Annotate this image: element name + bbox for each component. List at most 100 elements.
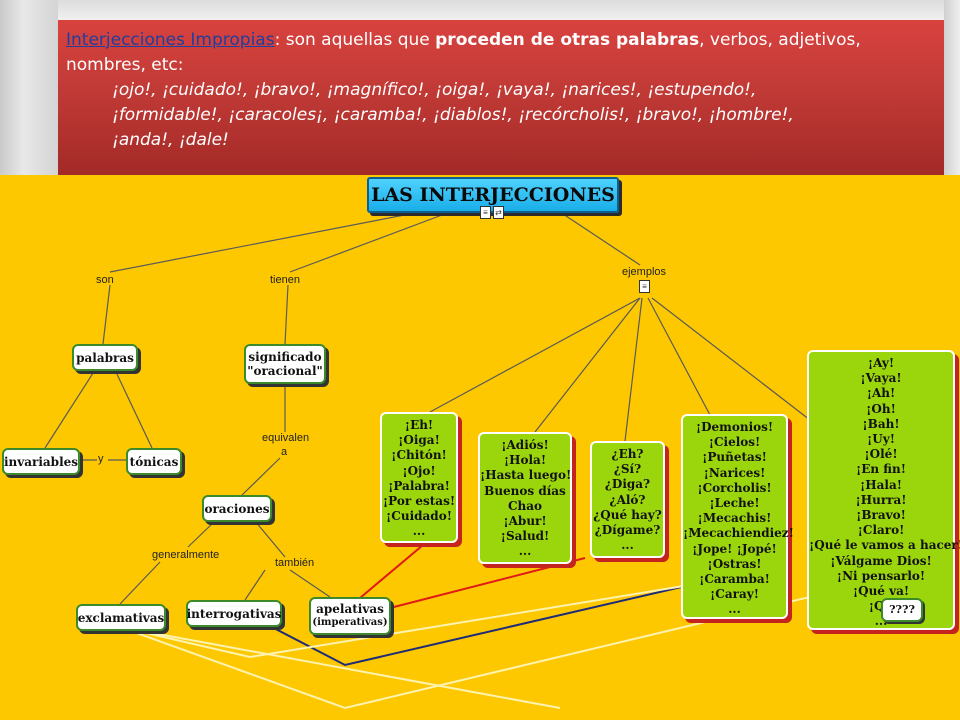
example-item: ¡Qué le vamos a hacer! — [809, 538, 960, 553]
example-item: ¡Mecachiendiez! — [683, 526, 794, 541]
example-item: ... — [518, 544, 532, 559]
concept-label: tónicas — [129, 454, 179, 469]
example-item: ¡Uy! — [867, 432, 895, 447]
example-item: Chao — [507, 498, 543, 513]
example-item: ¡Hurra! — [855, 492, 907, 507]
concept-label: ???? — [889, 603, 915, 616]
definition-text: , verbos, adjetivos, nombres, etc: — [66, 30, 861, 75]
example-item: ¿Aló? — [609, 492, 646, 507]
example-item: ¡Bravo! — [856, 508, 906, 523]
example-item: ... — [412, 524, 426, 539]
background-strip — [0, 0, 58, 175]
concept-label: significado — [248, 350, 322, 364]
example-item: ¡Mecachis! — [697, 511, 772, 526]
example-box-impropias[interactable]: ¡Ay!¡Vaya!¡Ah!¡Oh!¡Bah!¡Uy!¡Olé!¡En fin!… — [807, 350, 960, 630]
example-item: ¡Oh! — [866, 401, 896, 416]
concept-exclamativas[interactable]: exclamativas — [76, 604, 166, 631]
document-icon[interactable]: ≡ — [480, 206, 491, 219]
concept-palabras[interactable]: palabras — [72, 344, 138, 371]
example-item: ¡Cielos! — [708, 435, 761, 450]
link-icon[interactable]: ⇄ — [493, 206, 504, 219]
concept-label: oraciones — [204, 501, 270, 516]
background-strip — [58, 0, 944, 20]
example-item: ¡Caray! — [710, 587, 759, 602]
question-note[interactable]: ???? — [881, 598, 923, 622]
concept-label: exclamativas — [77, 610, 165, 625]
example-item: ¡Ostras! — [707, 556, 762, 571]
examples-line: ¡ojo!, ¡cuidado!, ¡bravo!, ¡magnífico!, … — [112, 80, 757, 100]
example-item: ... — [621, 538, 634, 553]
example-item: ¡Hasta luego! — [480, 468, 572, 483]
concept-label: apelativas — [316, 602, 384, 616]
link-label-a: a — [281, 446, 288, 458]
interjecciones-impropias-link[interactable]: Interjecciones Impropias — [66, 30, 275, 50]
link-label-equivalen: equivalen — [262, 432, 310, 444]
definition-bold: proceden de otras palabras — [435, 30, 700, 50]
example-item: ¡Ni pensarlo! — [836, 568, 926, 583]
example-item: ¡Ay! — [867, 356, 895, 370]
concept-label: palabras — [76, 350, 134, 365]
example-item: ¡En fin! — [855, 462, 907, 477]
link-label-tambien: también — [275, 557, 315, 569]
example-item: ¡Caramba! — [699, 572, 770, 587]
example-item: ¡Puñetas! — [702, 450, 767, 465]
concept-oraciones[interactable]: oraciones — [202, 495, 272, 522]
example-item: ¡Abur! — [503, 514, 547, 529]
example-box-interrogativas[interactable]: ¿Eh?¿Sí?¿Diga?¿Aló?¿Qué hay?¿Dígame?... — [590, 441, 665, 558]
concept-tonicas[interactable]: tónicas — [126, 448, 182, 475]
example-item: ¡Salud! — [500, 529, 550, 544]
examples-line: ¡formidable!, ¡caracoles¡, ¡caramba!, ¡d… — [112, 105, 794, 125]
example-item: ¡Bah! — [862, 416, 900, 431]
examples-line: ¡anda!, ¡dale! — [112, 130, 229, 150]
example-item: ¡Cuidado! — [386, 509, 452, 524]
concept-sublabel: (imperativas) — [312, 617, 388, 628]
document-icon[interactable]: ≡ — [639, 280, 650, 293]
definition-intro: Interjecciones Impropias: son aquellas q… — [66, 28, 934, 78]
example-item: ¿Eh? — [611, 447, 644, 461]
example-item: ¡Corcholis! — [697, 480, 772, 495]
example-item: ¡Vaya! — [860, 371, 902, 386]
example-item: ¡Jope! ¡Jopé! — [692, 541, 777, 556]
example-item: ¡Qué va! — [852, 584, 910, 599]
concept-invariables[interactable]: invariables — [2, 448, 80, 475]
definition-box: Interjecciones Impropias: son aquellas q… — [58, 20, 944, 175]
example-item: ¡Ojo! — [402, 463, 436, 478]
example-item: ¿Dígame? — [594, 523, 661, 538]
link-label-ejemplos: ejemplos — [622, 266, 667, 278]
example-item: ¡Demonios! — [695, 420, 774, 434]
example-item: ¡Adiós! — [501, 438, 549, 452]
concept-significado-oracional[interactable]: significado"oracional" — [244, 344, 326, 384]
concept-apelativas[interactable]: apelativas(imperativas) — [309, 597, 391, 635]
example-item: ¡Ah! — [866, 386, 896, 401]
example-item: ¡Eh! — [404, 418, 434, 432]
link-label-son: son — [96, 274, 114, 286]
concept-label: "oracional" — [247, 364, 323, 378]
example-item: ¿Qué hay? — [593, 507, 662, 522]
definition-text: : son aquellas que — [274, 30, 436, 50]
example-item: ¡Palabra! — [388, 478, 450, 493]
link-label-y: y — [98, 453, 104, 465]
example-box-exclamativas[interactable]: ¡Demonios!¡Cielos!¡Puñetas!¡Narices!¡Cor… — [681, 414, 794, 619]
example-box-apelativas[interactable]: ¡Eh!¡Oiga!¡Chitón!¡Ojo!¡Palabra!¡Por est… — [380, 412, 458, 543]
example-item: ¡Leche! — [709, 496, 760, 511]
example-item: ¡Válgame Dios! — [830, 553, 932, 568]
example-item: ¡Olé! — [864, 447, 898, 462]
example-item: ... — [728, 602, 741, 617]
link-label-generalmente: generalmente — [152, 549, 220, 561]
example-item: ¡Hala! — [860, 477, 902, 492]
link-label-tienen: tienen — [270, 274, 300, 286]
example-item: Buenos días — [484, 483, 566, 498]
background-strip — [944, 0, 960, 175]
example-item: ¡Narices! — [703, 465, 766, 480]
example-item: ¡Hola! — [503, 453, 547, 468]
concept-label: invariables — [3, 454, 79, 469]
example-item: ¡Oiga! — [398, 433, 440, 448]
example-item: ¿Sí? — [613, 462, 642, 477]
concept-label: interrogativas — [186, 606, 282, 621]
example-item: ¿Diga? — [604, 477, 651, 492]
example-item: ¡Claro! — [857, 523, 905, 538]
concept-interrogativas[interactable]: interrogativas — [186, 600, 282, 627]
example-item: ¡Chitón! — [391, 448, 447, 463]
